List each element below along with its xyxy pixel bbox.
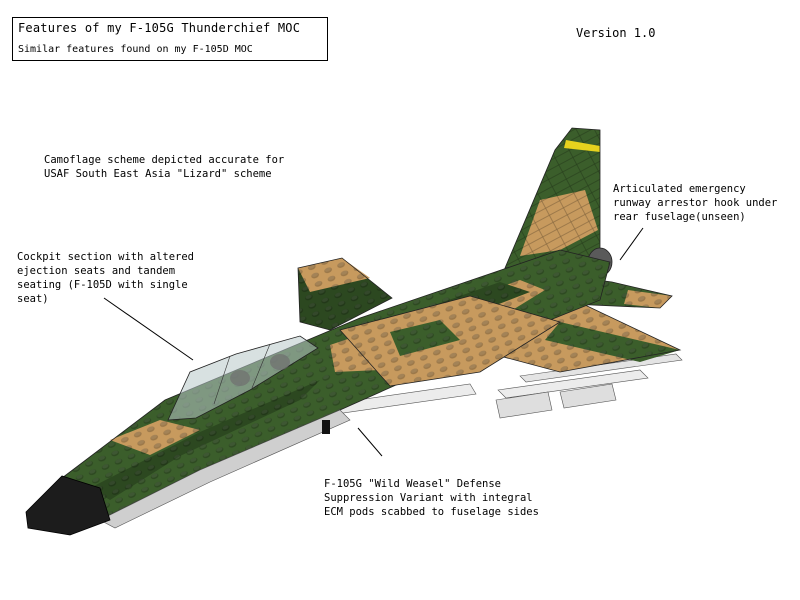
- cockpit-annotation: Cockpit section with altered ejection se…: [17, 251, 195, 305]
- hook-annotation: Articulated emergency runway arrestor ho…: [613, 183, 778, 223]
- tail-stripe: [564, 140, 600, 152]
- drop-tank-left: [495, 391, 553, 419]
- ecm-antenna-block: [322, 420, 330, 434]
- ejection-seat-front: [230, 370, 250, 386]
- title-box: Features of my F-105G Thunderchief MOC S…: [12, 17, 328, 61]
- nose-cone: [25, 475, 111, 536]
- weasel-annotation: F-105G "Wild Weasel" Defense Suppression…: [324, 478, 539, 518]
- ejection-seat-rear: [270, 354, 290, 370]
- vertical-tail: [504, 127, 613, 277]
- weasel-leader: [357, 427, 383, 457]
- camo-annotation: Camoflage scheme depicted accurate for U…: [44, 154, 285, 180]
- fuselage-underside: [99, 409, 351, 529]
- page-subtitle: Similar features found on my F-105D MOC: [18, 44, 253, 55]
- cockpit-leader: [103, 297, 194, 361]
- canopy: [167, 335, 319, 421]
- wing-pylons: [329, 353, 683, 419]
- page-title: Features of my F-105G Thunderchief MOC: [18, 21, 301, 35]
- hook-leader: [619, 227, 644, 261]
- leader-lines: [103, 227, 644, 457]
- left-wing: [297, 257, 393, 331]
- drop-tank-right: [559, 383, 617, 409]
- version-label: Version 1.0: [576, 26, 656, 40]
- wing-pylon-outer: [497, 369, 649, 399]
- wing-root: [339, 295, 561, 387]
